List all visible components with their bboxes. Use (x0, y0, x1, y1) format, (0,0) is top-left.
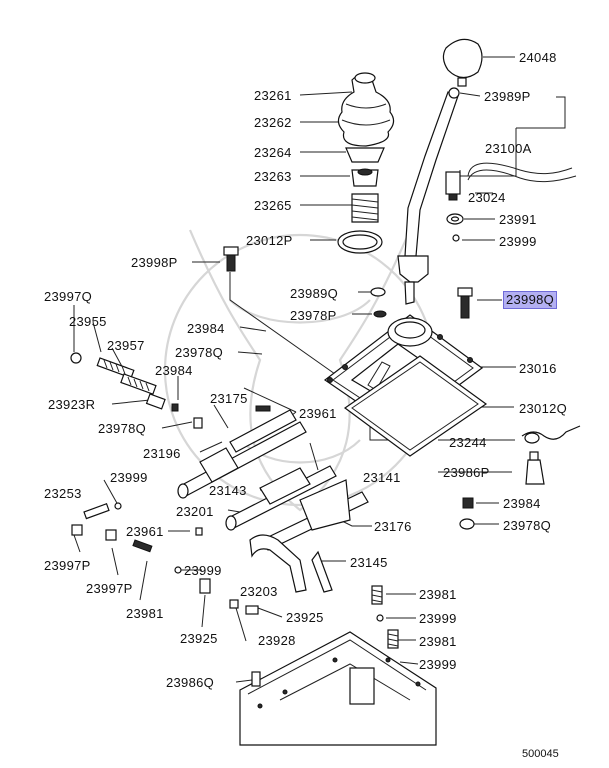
callout-23925-b: 23925 (180, 631, 218, 646)
callout-24048: 24048 (519, 50, 557, 65)
callout-23984-b: 23984 (155, 363, 193, 378)
right-springs (371, 585, 399, 649)
callout-23998Q-highlighted[interactable]: 23998Q (503, 291, 558, 309)
leader-lines (73, 56, 566, 683)
callout-23016: 23016 (519, 361, 557, 376)
bolt-washer-right (459, 497, 475, 530)
callout-23100A: 23100A (485, 141, 532, 156)
callout-23981-b: 23981 (419, 634, 457, 649)
callout-23012Q: 23012Q (519, 401, 568, 416)
callout-23263: 23263 (254, 169, 292, 184)
callout-23024: 23024 (468, 190, 506, 205)
callout-23196: 23196 (143, 446, 181, 461)
callout-23999-e: 23999 (419, 657, 457, 672)
callout-23989Q: 23989Q (290, 286, 339, 301)
shift-rails (177, 409, 369, 551)
callout-23203: 23203 (240, 584, 278, 599)
callout-23999-b: 23999 (110, 470, 148, 485)
callout-23978P: 23978P (290, 308, 337, 323)
shift-fork (249, 534, 333, 593)
switch-harness (445, 162, 577, 201)
callout-23961: 23961 (299, 406, 337, 421)
callout-23997Q: 23997Q (44, 289, 93, 304)
callout-23986P: 23986P (443, 465, 490, 480)
diagram-code: 500045 (522, 748, 559, 760)
callout-23999: 23999 (499, 234, 537, 249)
callout-23928: 23928 (258, 633, 296, 648)
callout-23143: 23143 (209, 483, 247, 498)
callout-23981: 23981 (419, 587, 457, 602)
callout-23201: 23201 (176, 504, 214, 519)
callout-23244: 23244 (449, 435, 487, 450)
bolt-23998P (223, 246, 239, 272)
callout-23998P: 23998P (131, 255, 178, 270)
callout-23175: 23175 (210, 391, 248, 406)
callout-23261: 23261 (254, 88, 292, 103)
callout-23253: 23253 (44, 486, 82, 501)
callout-23978Q-c: 23978Q (503, 518, 552, 533)
detent-23244 (521, 425, 581, 444)
nut-washer-center (370, 287, 387, 318)
callout-23955: 23955 (69, 314, 107, 329)
callout-23997P-b: 23997P (86, 581, 133, 596)
small-rings-right (446, 213, 464, 242)
callout-23978Q: 23978Q (175, 345, 224, 360)
callout-23984: 23984 (187, 321, 225, 336)
callout-23961-b: 23961 (126, 524, 164, 539)
callout-23265: 23265 (254, 198, 292, 213)
shift-knob (442, 38, 483, 87)
callout-23999-d: 23999 (419, 611, 457, 626)
callout-23991: 23991 (499, 212, 537, 227)
callout-23141: 23141 (363, 470, 401, 485)
callout-23984-c: 23984 (503, 496, 541, 511)
boot-stack (337, 72, 395, 254)
callout-23986Q: 23986Q (166, 675, 215, 690)
callout-23997P: 23997P (44, 558, 91, 573)
callout-23145: 23145 (350, 555, 388, 570)
callout-23923R: 23923R (48, 397, 96, 412)
cover-gasket (343, 355, 488, 457)
callout-23978Q-b: 23978Q (98, 421, 147, 436)
interlock-pins (70, 352, 271, 615)
case-housing (239, 631, 437, 746)
callout-23262: 23262 (254, 115, 292, 130)
plug-23986P (525, 451, 545, 485)
callout-23925: 23925 (286, 610, 324, 625)
callout-23981-c: 23981 (126, 606, 164, 621)
callout-23264: 23264 (254, 145, 292, 160)
callout-23989P: 23989P (484, 89, 531, 104)
shift-lever (397, 87, 460, 305)
bolt-23998Q (457, 287, 473, 319)
callout-23957: 23957 (107, 338, 145, 353)
callout-23176: 23176 (374, 519, 412, 534)
callout-23012P: 23012P (246, 233, 293, 248)
callout-23999-c: 23999 (184, 563, 222, 578)
